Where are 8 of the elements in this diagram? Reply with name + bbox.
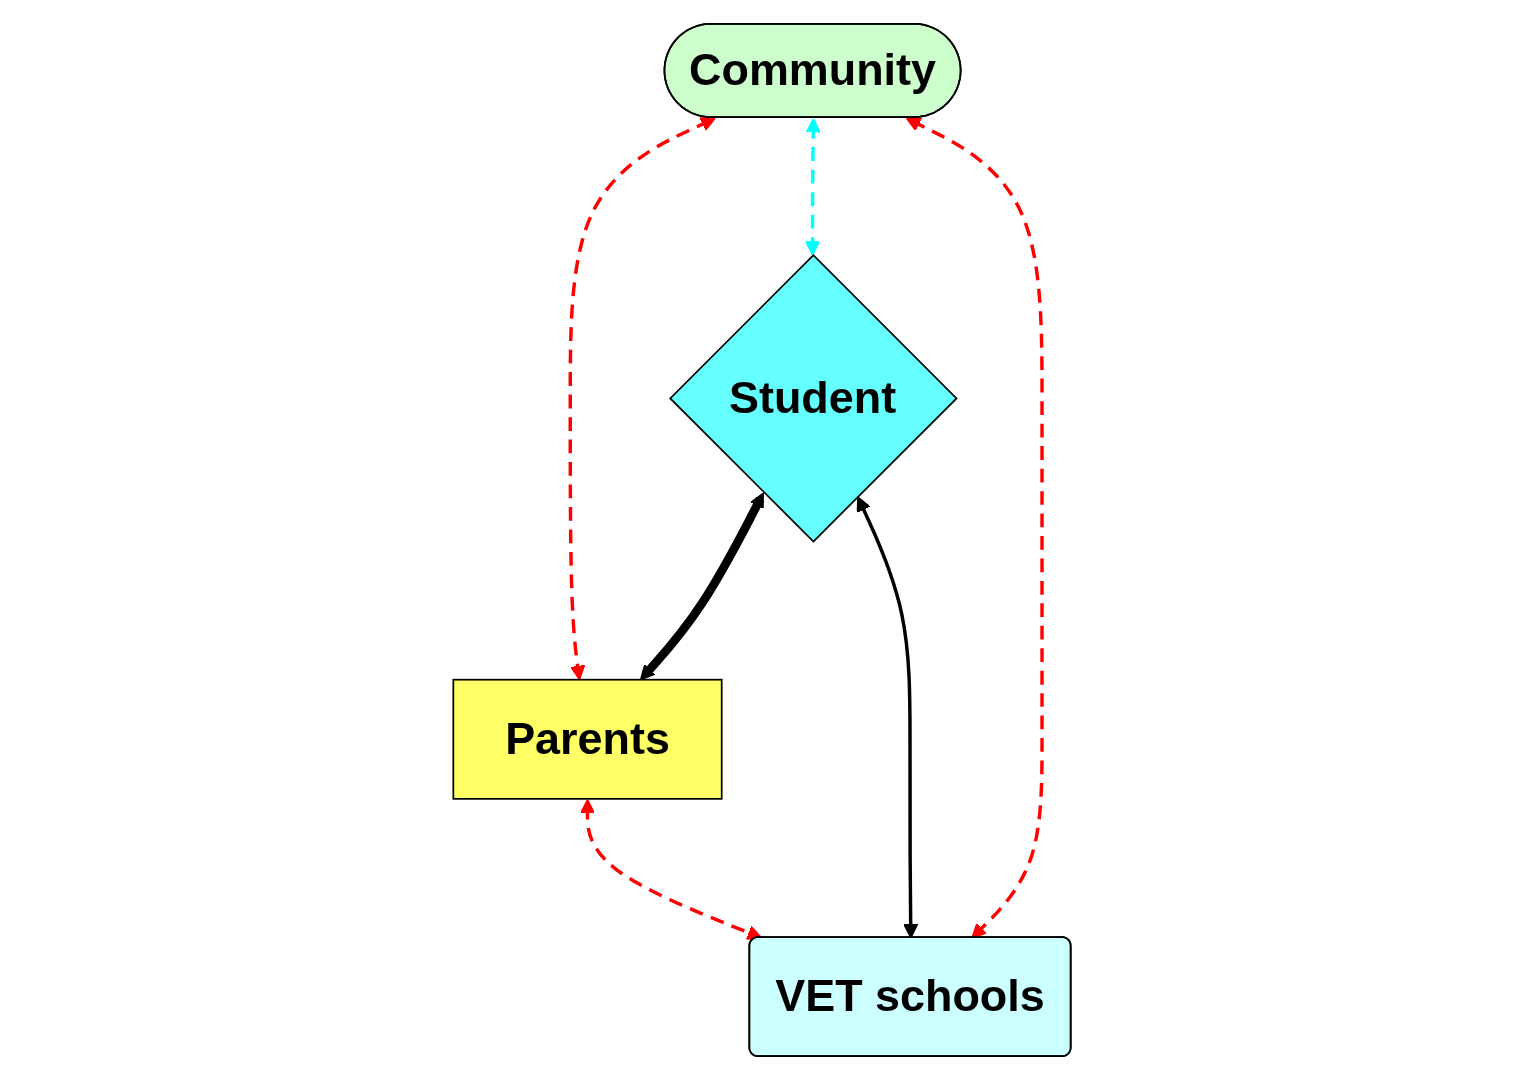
arrow xyxy=(639,492,765,681)
arrow xyxy=(579,798,763,940)
node-diamond: Student xyxy=(669,254,958,543)
arrow xyxy=(804,117,821,256)
arrow xyxy=(856,496,919,939)
arrow xyxy=(568,117,716,681)
node-box: Parents xyxy=(452,678,723,800)
arrow xyxy=(905,117,1044,939)
